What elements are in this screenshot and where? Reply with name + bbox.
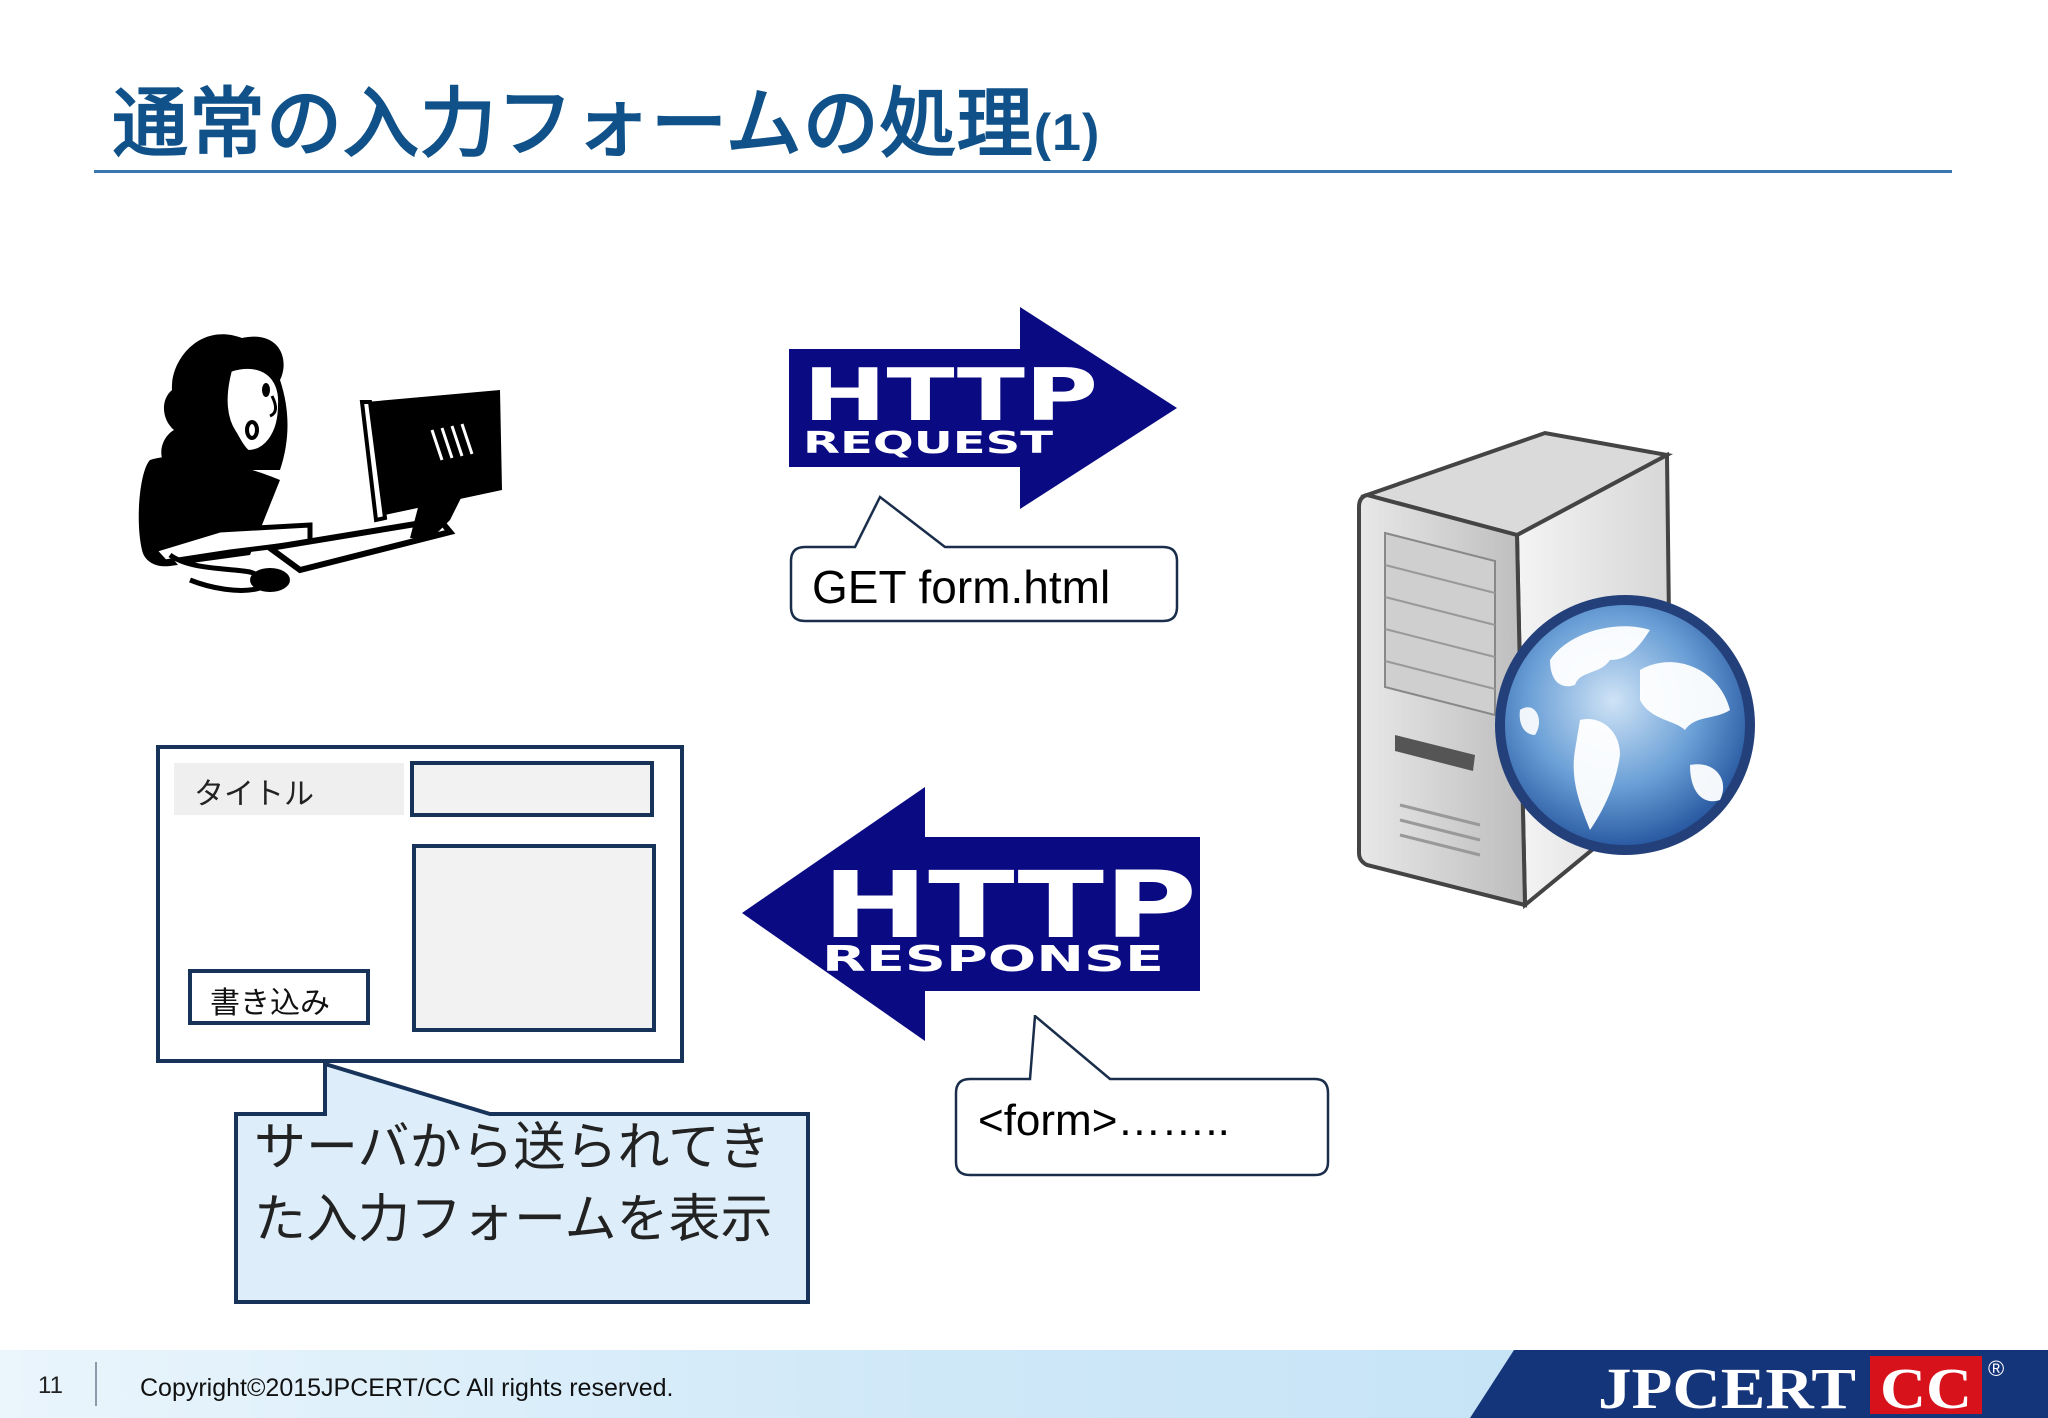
response-arrow-small-label: RESPONSE: [822, 939, 1164, 980]
response-bubble-text: <form>……..: [978, 1096, 1230, 1145]
page-number: 11: [38, 1372, 63, 1399]
form-title-label: タイトル: [194, 778, 314, 811]
title-main: 通常の入力フォームの処理: [112, 79, 1034, 168]
form-body-textarea[interactable]: [412, 844, 656, 1032]
form-submit-label: 書き込み: [210, 987, 330, 1020]
request-arrow-big-label: HTTP: [803, 353, 1098, 437]
logo-registered-mark: ®: [1988, 1356, 2004, 1381]
request-bubble: [789, 495, 1179, 623]
title-rule: [94, 170, 1952, 173]
response-arrow-big-label: HTTP: [822, 852, 1197, 959]
request-arrow-shape: [789, 307, 1177, 509]
jpcert-logo: JPCERT CC ®: [1470, 1350, 2048, 1418]
globe-icon: [1495, 595, 1755, 855]
request-arrow-small-label: REQUEST: [803, 426, 1054, 461]
response-arrow-shape: [742, 787, 1200, 1041]
form-title-label-bg: [174, 763, 404, 815]
form-submit-button[interactable]: 書き込み: [188, 969, 370, 1025]
page-title: 通常の入力フォームの処理(1): [112, 62, 1100, 172]
http-request-arrow: HTTP REQUEST: [789, 307, 1177, 509]
logo-main-text: JPCERT: [1598, 1356, 1856, 1418]
logo-cc-text: CC: [1880, 1356, 1972, 1418]
person-at-computer-icon: [138, 334, 502, 593]
callout-line-2: た入力フォームを表示: [254, 1191, 773, 1249]
footer-divider: [95, 1362, 97, 1406]
form-mockup: タイトル 書き込み: [156, 745, 684, 1063]
request-bubble-text: GET form.html: [812, 561, 1111, 613]
response-bubble: [954, 1015, 1330, 1177]
form-title-input[interactable]: [410, 761, 654, 817]
title-suffix: (1): [1033, 104, 1101, 162]
copyright-text: Copyright©2015JPCERT/CC All rights reser…: [140, 1374, 674, 1402]
callout-line-1: サーバから送られてき: [254, 1119, 771, 1177]
callout-box: [234, 1062, 810, 1304]
callout-text: サーバから送られてき た入力フォームを表示: [254, 1112, 772, 1256]
http-response-arrow: HTTP RESPONSE: [742, 787, 1200, 1041]
